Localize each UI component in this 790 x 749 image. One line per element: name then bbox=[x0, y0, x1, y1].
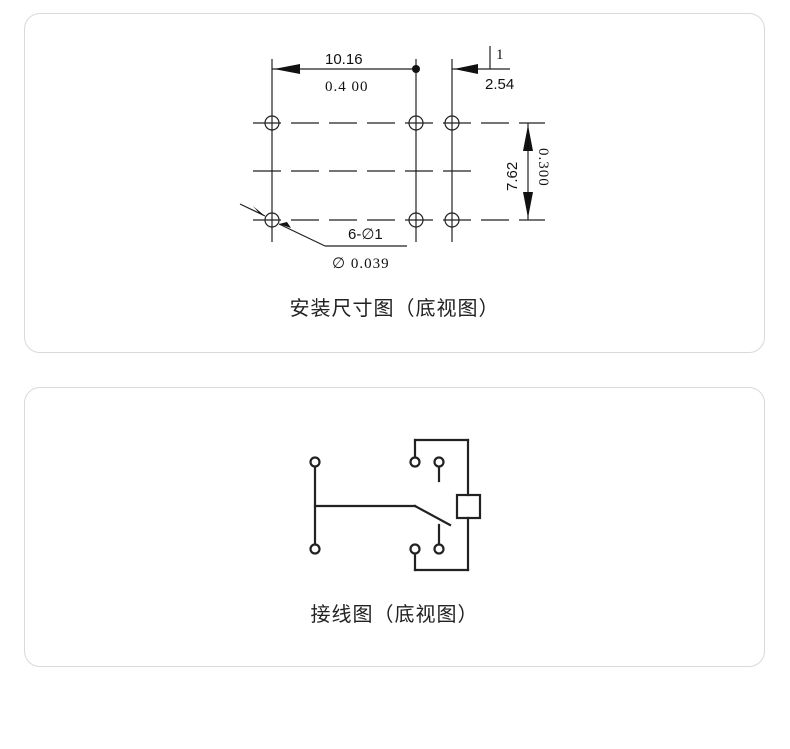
dimension-dot bbox=[412, 65, 420, 73]
switch-blade bbox=[413, 504, 452, 527]
terminal bbox=[433, 456, 445, 468]
hole-diameter-in-label: ∅ 0.039 bbox=[332, 256, 390, 272]
arrowhead bbox=[279, 222, 291, 228]
terminal bbox=[309, 456, 321, 468]
row-pitch-mm-label: 7.62 bbox=[504, 162, 521, 191]
wiring-schematic bbox=[309, 438, 482, 572]
arrowhead bbox=[523, 192, 533, 218]
terminal bbox=[433, 543, 445, 555]
pitch-mm-label: 10.16 bbox=[325, 51, 363, 68]
terminal bbox=[409, 456, 421, 468]
hole bbox=[408, 212, 424, 228]
wiring-diagram-caption: 接线图（底视图） bbox=[310, 602, 479, 626]
terminal bbox=[309, 543, 321, 555]
arrowhead bbox=[523, 125, 533, 151]
arrowhead bbox=[454, 64, 478, 74]
row-pitch-in-label: 0.300 bbox=[535, 148, 551, 187]
hole bbox=[264, 115, 280, 131]
mounting-diagram-caption: 安装尺寸图（底视图） bbox=[289, 296, 500, 320]
wiring-diagram-card: 接线图（底视图） bbox=[24, 387, 765, 667]
arrowhead bbox=[274, 64, 300, 74]
hole bbox=[408, 115, 424, 131]
terminal bbox=[409, 543, 421, 555]
hole bbox=[444, 212, 460, 228]
coil-box bbox=[455, 493, 482, 520]
mounting-diagram-card: 10.16 0.4 00 1 2.54 7.62 0.300 6-∅1 ∅ 0.… bbox=[24, 13, 765, 353]
mounting-dimension-drawing: 10.16 0.4 00 1 2.54 7.62 0.300 6-∅1 ∅ 0.… bbox=[239, 46, 551, 272]
hole bbox=[444, 115, 460, 131]
hole bbox=[264, 212, 280, 228]
pitch-in-label: 0.4 00 bbox=[325, 79, 369, 95]
hole-spec-label: 6-∅1 bbox=[348, 226, 383, 243]
arrowhead bbox=[253, 206, 265, 216]
small-pitch-top-label: 1 bbox=[496, 47, 505, 63]
small-pitch-mm-label: 2.54 bbox=[485, 76, 514, 93]
